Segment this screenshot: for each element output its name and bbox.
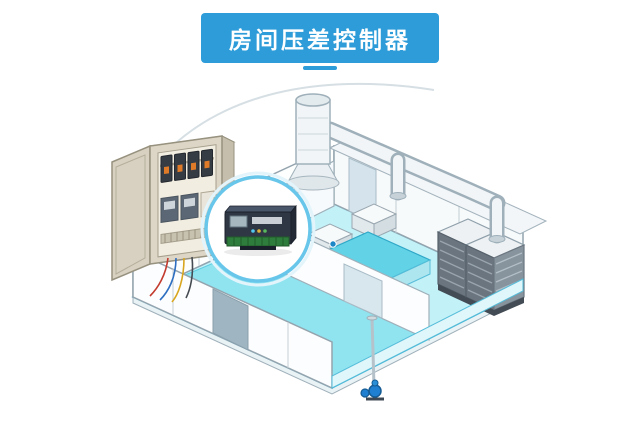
duct-flange <box>389 192 407 200</box>
cabinet-wires <box>149 256 194 303</box>
controller-led <box>263 229 267 233</box>
terminal-block <box>226 236 290 247</box>
controller-led <box>257 229 261 233</box>
ductwork <box>286 93 506 244</box>
air-filter-stack <box>286 93 340 191</box>
cabinet-door-open <box>111 144 151 282</box>
drain-valve <box>360 315 384 401</box>
front-right-curb <box>331 278 524 389</box>
partition-doorway <box>343 263 383 319</box>
controller-display <box>229 215 248 228</box>
pressure-controller-module <box>224 204 297 250</box>
din-foot <box>240 246 276 250</box>
duct-flange <box>488 235 506 243</box>
page-title: 房间压差控制器 <box>229 27 411 53</box>
front-doorway <box>212 288 249 351</box>
title-banner: 房间压差控制器 <box>201 13 439 63</box>
controller-label <box>252 217 282 224</box>
sensor-dot <box>329 240 337 248</box>
title-underline <box>303 66 337 70</box>
controller-led <box>251 229 255 233</box>
magnifier-circle <box>200 171 316 287</box>
valve-body <box>368 384 382 398</box>
